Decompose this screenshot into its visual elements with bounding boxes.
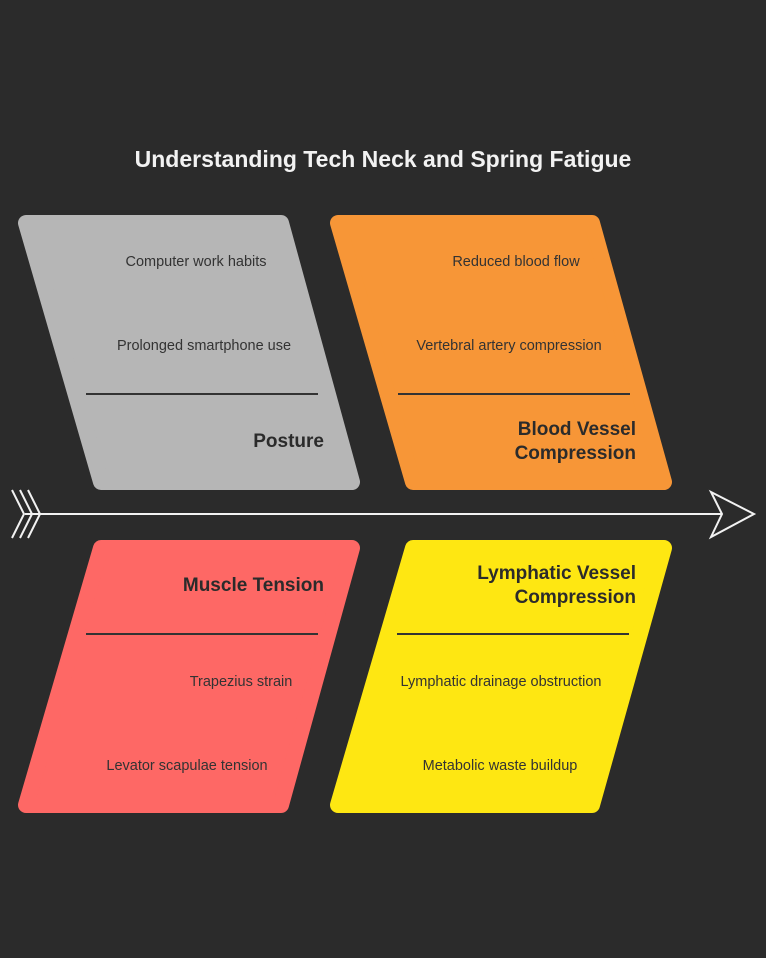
blood-vessel-box: [330, 215, 672, 490]
muscle-tension-box: [18, 540, 360, 813]
cause-trapezius-strain: Trapezius strain: [189, 674, 293, 690]
category-posture: Posture: [253, 431, 324, 452]
cause-vertebral-artery-compression: Vertebral artery compression: [416, 338, 602, 354]
spine-arrow: [11, 489, 757, 540]
fletching-icon: [11, 489, 26, 539]
arrowhead-icon: [708, 489, 757, 540]
cause-prolonged-smartphone-use: Prolonged smartphone use: [116, 338, 292, 354]
category-muscle-tension: Muscle Tension: [182, 575, 324, 596]
cause-lymphatic-drainage-obstruction: Lymphatic drainage obstruction: [400, 674, 602, 690]
cause-reduced-blood-flow: Reduced blood flow: [452, 254, 580, 270]
cause-computer-work-habits: Computer work habits: [125, 254, 267, 270]
posture-box: [18, 215, 360, 490]
diagram-title: Understanding Tech Neck and Spring Fatig…: [134, 146, 632, 172]
cause-levator-scapulae-tension: Levator scapulae tension: [106, 758, 268, 774]
lymphatic-vessel-box: [330, 540, 672, 813]
cause-metabolic-waste-buildup: Metabolic waste buildup: [422, 758, 578, 774]
